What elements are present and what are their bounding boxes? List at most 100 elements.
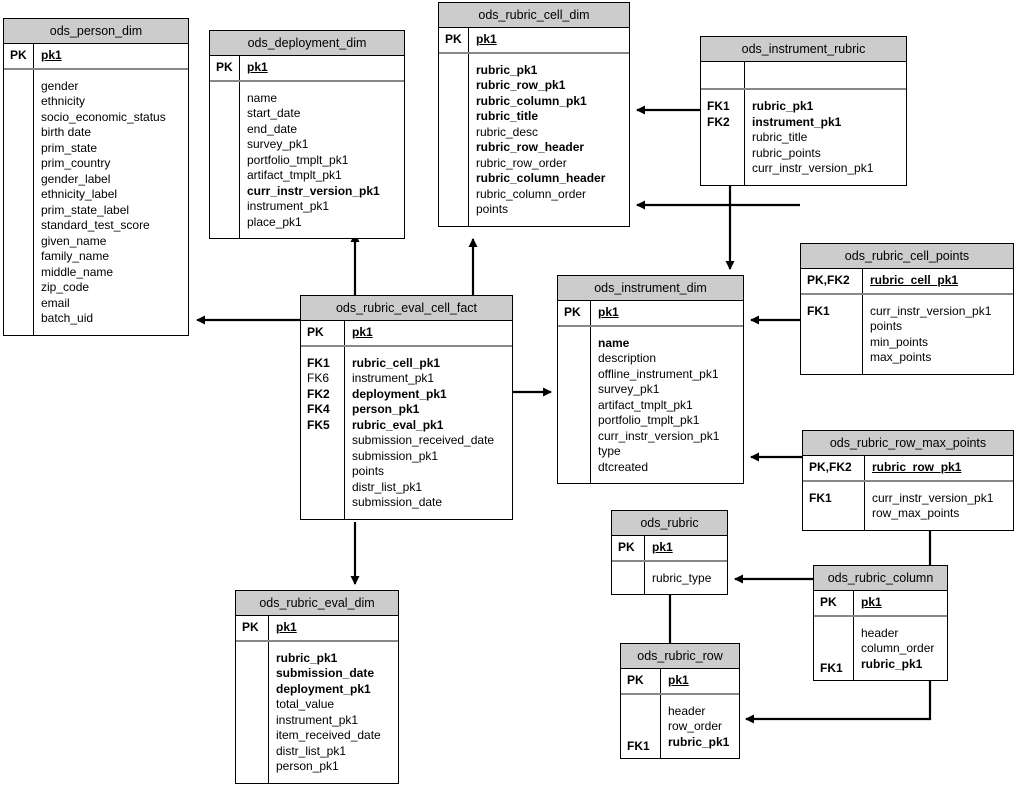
key-column: FK1 xyxy=(814,616,854,680)
field-name: rubric_row_pk1 xyxy=(476,78,566,92)
field-name: rubric_title xyxy=(752,130,808,144)
key-column: PK,FK2 xyxy=(801,269,863,293)
key-column: PK xyxy=(814,591,854,615)
field-name: ethnicity_label xyxy=(41,187,118,201)
key-label: FK6 xyxy=(307,371,330,385)
field-name: description xyxy=(598,351,657,365)
field-name: artifact_tmplt_pk1 xyxy=(247,168,342,182)
entity-title-ods_instrument_rubric: ods_instrument_rubric xyxy=(701,37,906,62)
field-name: name xyxy=(247,90,278,105)
field-name: ethnicity xyxy=(41,94,86,108)
field-name: row_order xyxy=(668,719,723,733)
key-column xyxy=(210,81,240,238)
entity-group: PK,FK2 rubric_cell_pk1 xyxy=(801,269,1013,293)
field-name: pk1 xyxy=(247,60,268,74)
field-name: artifact_tmplt_pk1 xyxy=(598,397,693,412)
field-column: rubric_cell_pk1 xyxy=(863,269,1013,293)
field-name: portfolio_tmplt_pk1 xyxy=(247,152,349,167)
entity-title-ods_instrument_dim: ods_instrument_dim xyxy=(558,276,743,301)
field-name: points xyxy=(352,464,385,478)
field-name: offline_instrument_pk1 xyxy=(598,366,719,381)
entity-group xyxy=(701,62,906,88)
field-name: curr_instr_version_pk1 xyxy=(752,161,874,175)
key-label: PK xyxy=(216,60,233,74)
field-name: distr_list_pk1 xyxy=(276,743,347,758)
field-name: birth date xyxy=(41,125,92,139)
key-column: PK xyxy=(621,669,661,693)
field-name: pk1 xyxy=(41,48,62,62)
field-name: survey_pk1 xyxy=(598,382,660,396)
field-name: pk1 xyxy=(652,540,673,554)
key-column: PK xyxy=(612,536,645,560)
field-name: rubric_column_pk1 xyxy=(476,93,587,108)
field-name: person_pk1 xyxy=(276,759,339,773)
field-name: rubric_row_pk1 xyxy=(872,460,962,474)
entity-title-ods_rubric_row: ods_rubric_row xyxy=(621,644,739,669)
field-column: pk1 xyxy=(345,321,512,345)
key-label: FK1 xyxy=(627,738,650,753)
key-label: FK1 xyxy=(820,660,843,675)
field-name: submission_received_date xyxy=(352,433,495,447)
key-column xyxy=(236,641,269,783)
field-name: curr_instr_version_pk1 xyxy=(247,183,380,198)
field-name: zip_code xyxy=(41,280,90,294)
field-name: row_max_points xyxy=(872,506,960,520)
key-label: PK xyxy=(445,32,462,46)
key-label: PK,FK2 xyxy=(807,273,850,287)
field-name: family_name xyxy=(41,249,110,263)
field-name: survey_pk1 xyxy=(247,137,309,151)
field-name: distr_list_pk1 xyxy=(352,479,423,494)
key-label: PK xyxy=(307,325,324,339)
field-name: instrument_pk1 xyxy=(247,199,330,213)
key-column: PK xyxy=(236,616,269,640)
field-name: deployment_pk1 xyxy=(352,386,447,401)
field-name: batch_uid xyxy=(41,311,94,325)
key-column xyxy=(701,62,745,88)
field-column xyxy=(745,62,906,88)
field-name: rubric_cell_pk1 xyxy=(352,355,441,370)
field-name: prim_state xyxy=(41,140,98,155)
key-column xyxy=(558,326,591,483)
field-name: header xyxy=(668,703,706,718)
field-name: pk1 xyxy=(668,673,689,687)
field-column: pk1 xyxy=(34,44,188,68)
field-name: start_date xyxy=(247,106,301,120)
field-column: pk1 xyxy=(240,56,404,80)
field-name: min_points xyxy=(870,334,929,349)
key-label: FK2 xyxy=(707,114,730,129)
key-column xyxy=(439,53,469,226)
field-name: header xyxy=(861,625,899,640)
key-label: PK xyxy=(564,305,581,319)
field-name: submission_pk1 xyxy=(352,448,439,463)
field-name: curr_instr_version_pk1 xyxy=(870,303,992,318)
field-column: pk1 xyxy=(854,591,947,615)
